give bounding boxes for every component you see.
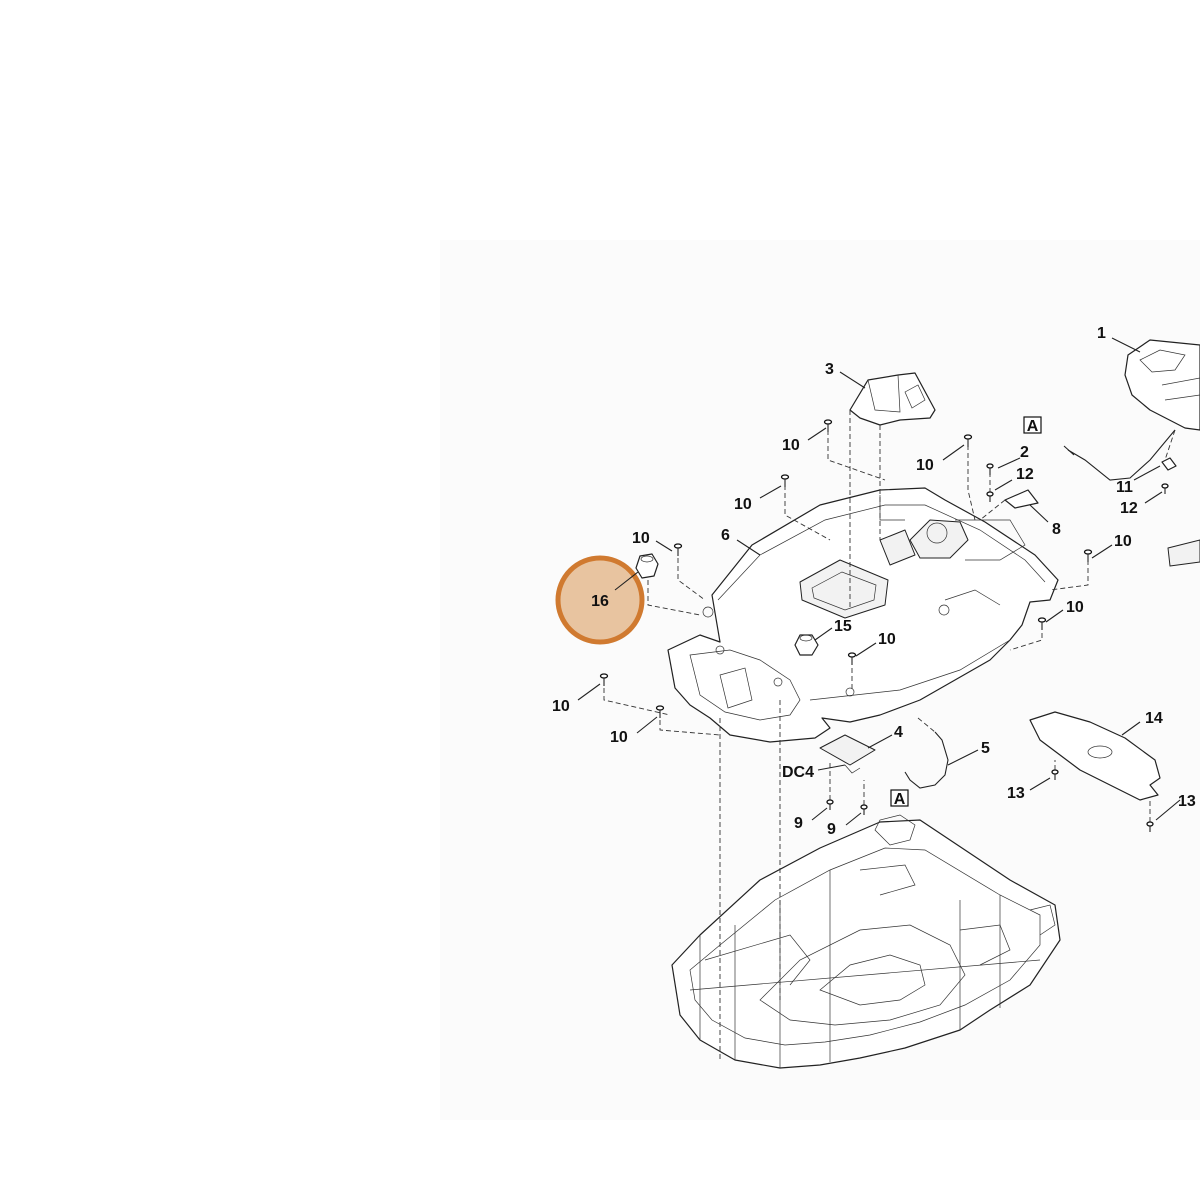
reference-marker-a-bottom: A [890,789,909,808]
part-label-10: 10 [916,457,934,474]
tab-8 [1004,489,1039,509]
part-label-8: 8 [1052,521,1061,538]
knob-16 [635,553,659,579]
screw-icon [986,463,994,475]
part-label-10: 10 [1114,533,1132,550]
cable-a [1067,429,1176,481]
part-label-10: 10 [632,530,650,547]
highlight-marker-16[interactable]: 16 [555,555,645,645]
clip-11 [1161,457,1177,471]
screw-icon [860,804,868,815]
bracket-3 [849,372,936,426]
chassis-housing [671,814,1061,1069]
label-plate [1167,539,1200,567]
part-label-6: 6 [721,527,730,544]
part-label-12: 12 [1120,500,1138,517]
screw-icon [780,474,790,487]
part-label-16: 16 [591,593,609,610]
screw-icon [1051,769,1059,780]
cable-5 [904,731,949,789]
assembly-lines [603,410,1176,1060]
plate-14 [1029,711,1161,801]
screw-icon [599,673,609,686]
screw-icon [1146,821,1154,832]
part-label-5: 5 [981,740,990,757]
reference-marker-a-top: A [1023,416,1042,435]
screw-icon [1161,483,1169,494]
screw-icon [847,652,857,665]
screws [599,419,1169,832]
part-label-2: 2 [1020,444,1029,461]
part-label-1: 1 [1097,325,1106,342]
reference-letter: A [894,791,906,808]
part-label-14: 14 [1145,710,1163,727]
screw-icon [826,799,834,810]
knob-15 [794,634,819,656]
part-label-11: 11 [1116,479,1133,496]
highlight-circle[interactable] [555,555,645,645]
part-label-3: 3 [825,361,834,378]
part-label-10: 10 [610,729,628,746]
part-label-10: 10 [552,698,570,715]
screw-icon [673,543,683,556]
connector-label-dc4: DC4 [782,764,814,781]
part-label-10: 10 [734,496,752,513]
cover-plate-6 [667,487,1059,743]
part-label-4: 4 [894,724,903,741]
screw-icon [655,705,665,718]
part-label-10: 10 [878,631,896,648]
part-label-13: 13 [1178,793,1196,810]
part-label-9: 9 [827,821,836,838]
board-4 [819,734,876,774]
part-label-12: 12 [1016,466,1034,483]
part-label-10: 10 [782,437,800,454]
screw-icon [1037,617,1047,630]
part-label-15: 15 [834,618,852,635]
reference-letter: A [1027,418,1039,435]
screw-icon [1083,549,1093,562]
screw-icon [823,419,833,432]
part-label-9: 9 [794,815,803,832]
screw-icon [963,434,973,447]
leader-lines [577,337,1181,826]
part-label-10: 10 [1066,599,1084,616]
part-labels: 1 2 3 4 5 6 8 9 9 10 10 10 10 10 10 10 1… [552,325,1196,838]
screw-icon [986,491,994,502]
display-unit-1 [1124,339,1200,431]
part-label-13: 13 [1007,785,1025,802]
